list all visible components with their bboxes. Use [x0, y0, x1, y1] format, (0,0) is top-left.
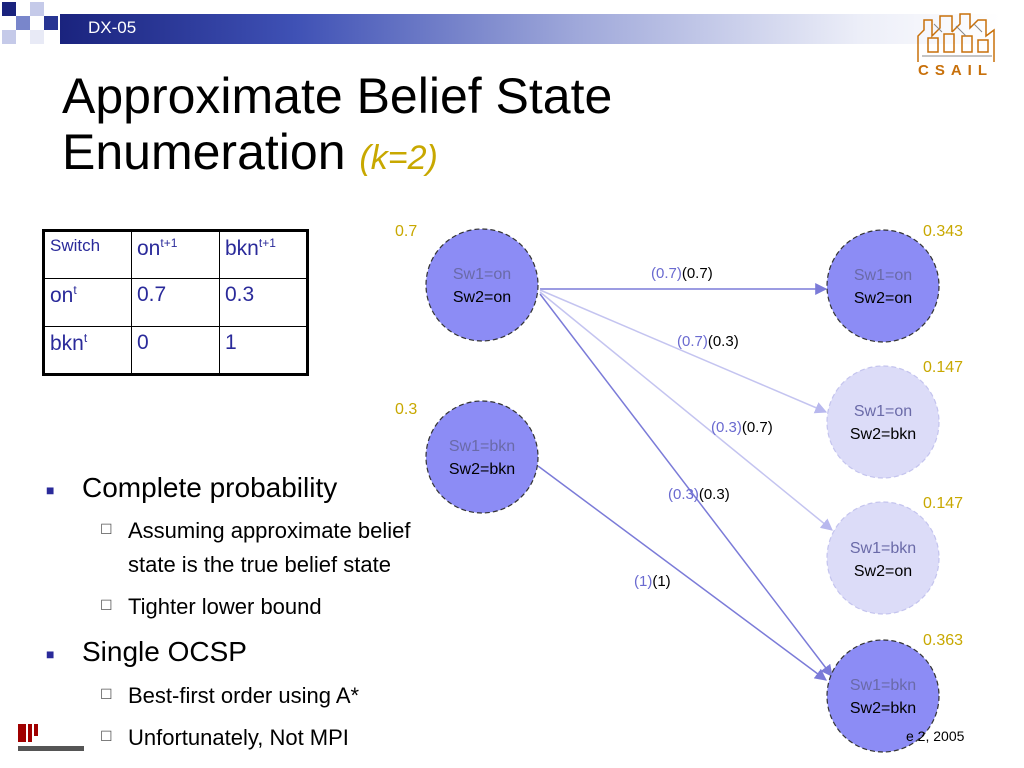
- header-band: [0, 0, 1024, 52]
- table-header-bkn: bknt+1: [219, 230, 308, 279]
- csail-logo-icon: [917, 13, 995, 62]
- edge-label: (1)(1): [634, 573, 671, 590]
- edge-bkn-bknbkn: [537, 465, 827, 681]
- node-label: Sw1=on Sw2=on: [427, 263, 537, 309]
- title-line1: Approximate Belief State: [62, 68, 613, 124]
- header-on-text: on: [137, 237, 161, 260]
- sub-bullet-text: Tighter lower bound: [128, 594, 322, 619]
- node-right-bkn-on: [826, 501, 940, 615]
- edge-label-p1: (1): [634, 573, 653, 590]
- node-label-sw2: Sw2=bkn: [849, 700, 917, 717]
- header-square: [30, 2, 44, 16]
- edge-label: (0.7)(0.7): [651, 265, 713, 282]
- table-cell: 0: [131, 326, 220, 375]
- title-line2-text: Enumeration: [62, 124, 346, 180]
- node-right-bkn-bkn: [826, 639, 940, 753]
- mers-logo-icon: [18, 724, 84, 751]
- sub-bullet-text: Assuming approximate belief: [128, 518, 411, 543]
- edge-on-bknbkn: [539, 293, 833, 677]
- edge-label-p2: (0.7): [741, 419, 773, 436]
- node-label-sw2: Sw2=on: [853, 563, 913, 580]
- table-row: bknt 0 1: [43, 326, 308, 375]
- edge-label: (0.3)(0.3): [668, 486, 730, 503]
- node-label: Sw1=bkn Sw2=bkn: [427, 435, 537, 481]
- edge-label-p1: (0.3): [668, 486, 699, 503]
- edge-on-onbkn: [539, 289, 828, 414]
- edge-label-p1: (0.7): [651, 265, 682, 282]
- bullet-text: Complete probability: [82, 472, 338, 503]
- node-label: Sw1=on Sw2=bkn: [828, 400, 938, 446]
- bullet-text: Single OCSP: [82, 636, 247, 667]
- node-right-on-on: [826, 229, 940, 343]
- csail-logo-text: CSAIL: [918, 62, 993, 79]
- prob-right-on-on: 0.343: [923, 223, 964, 240]
- prob-right-bkn-bkn: 0.363: [923, 632, 964, 649]
- header-square: [30, 30, 44, 44]
- sub-bullet-checkbox-icon: ☐: [100, 597, 113, 613]
- prob-left-bkn-bkn: 0.3: [395, 401, 418, 418]
- row-label-sup: t: [83, 331, 88, 345]
- sub-bullet-checkbox-icon: ☐: [100, 728, 113, 744]
- node-label-sw1: Sw1=on: [853, 267, 913, 284]
- sub-bullet-checkbox-icon: ☐: [100, 521, 113, 537]
- edge-label-p1: (0.3): [711, 419, 742, 436]
- transition-table: Switch ont+1 bknt+1 ont 0.7 0.3 bknt 0 1: [42, 229, 309, 376]
- table-row-label: bknt: [43, 326, 132, 375]
- prob-right-on-bkn: 0.147: [923, 359, 964, 376]
- edge-label-p1: (0.7): [677, 333, 708, 350]
- node-label: Sw1=bkn Sw2=bkn: [828, 674, 938, 720]
- node-left-on-on: [425, 228, 539, 342]
- prob-left-on-on: 0.7: [395, 223, 418, 240]
- edge-label: (0.7)(0.3): [677, 333, 739, 350]
- node-label-sw1: Sw1=on: [452, 266, 512, 283]
- node-left-bkn-bkn: [425, 400, 539, 514]
- node-label: Sw1=on Sw2=on: [828, 264, 938, 310]
- title-line2: Enumeration (k=2): [62, 124, 612, 186]
- sub-bullet-checkbox-icon: ☐: [100, 686, 113, 702]
- row-label-text: on: [50, 284, 74, 307]
- bullet-square-icon: ■: [46, 482, 55, 498]
- node-label: Sw1=bkn Sw2=on: [828, 537, 938, 583]
- header-square: [2, 2, 16, 16]
- bullet-square-icon: ■: [46, 646, 55, 662]
- node-label-sw2: Sw2=bkn: [849, 426, 917, 443]
- footer-date: e 2, 2005: [906, 728, 965, 744]
- node-label-sw2: Sw2=bkn: [448, 461, 516, 478]
- node-label-sw1: Sw1=bkn: [849, 677, 917, 694]
- header-square: [2, 30, 16, 44]
- deck-code: DX-05: [88, 18, 137, 37]
- header-on-sup: t+1: [160, 236, 178, 250]
- header-bkn-text: bkn: [225, 237, 259, 260]
- table-cell: 1: [219, 326, 308, 375]
- prob-right-bkn-on: 0.147: [923, 495, 964, 512]
- header-square: [44, 16, 58, 30]
- node-right-on-bkn: [826, 365, 940, 479]
- node-label-sw1: Sw1=bkn: [849, 540, 917, 557]
- edge-label: (0.3)(0.7): [711, 419, 773, 436]
- edge-label-p2: (0.3): [707, 333, 739, 350]
- sub-bullet-text: Unfortunately, Not MPI: [128, 725, 349, 750]
- row-label-sup: t: [73, 283, 77, 297]
- slide-title: Approximate Belief State Enumeration (k=…: [62, 68, 612, 186]
- edge-on-bknon: [539, 291, 833, 531]
- edge-label-p2: (0.7): [681, 265, 713, 282]
- node-label-sw2: Sw2=on: [853, 290, 913, 307]
- header-bkn-sup: t+1: [258, 236, 276, 250]
- sub-bullet-text: state is the true belief state: [128, 552, 391, 577]
- row-label-text: bkn: [50, 332, 84, 355]
- table-cell: 0.7: [131, 278, 220, 327]
- header-bar: [60, 14, 1000, 44]
- node-label-sw1: Sw1=bkn: [448, 438, 516, 455]
- k-label: (k=2): [359, 139, 438, 177]
- node-label-sw2: Sw2=on: [452, 289, 512, 306]
- edge-label-p2: (0.3): [698, 486, 730, 503]
- header-square: [16, 16, 30, 30]
- edge-label-p2: (1): [652, 573, 671, 590]
- node-label-sw1: Sw1=on: [853, 403, 913, 420]
- sub-bullet-text: Best-first order using A*: [128, 683, 360, 708]
